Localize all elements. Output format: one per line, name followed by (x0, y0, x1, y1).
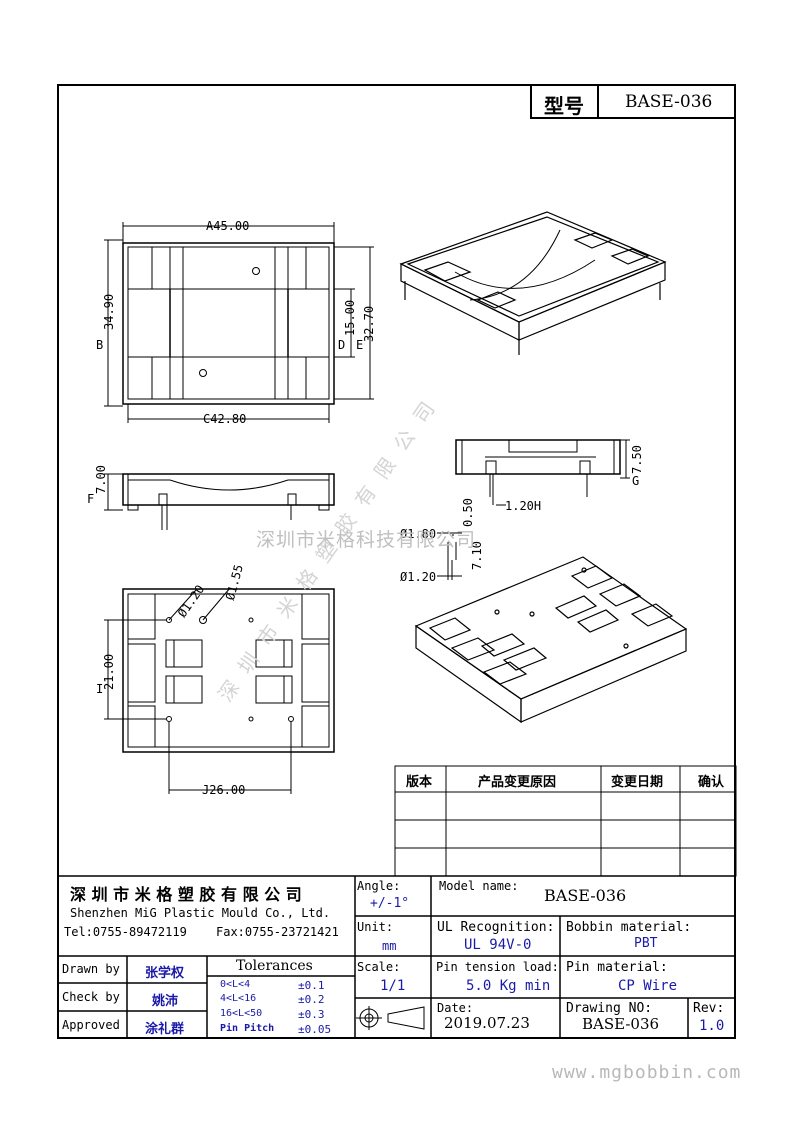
pin-material-value: CP Wire (618, 978, 678, 994)
isometric-top-view (399, 211, 667, 355)
watermark-horizontal: 深圳市米格科技有限公司 (256, 529, 477, 551)
drawing-frame (57, 84, 736, 1039)
bobbin-value: PBT (634, 936, 658, 951)
check-by-name: 姚沛 (152, 994, 179, 1009)
model-value: BASE-036 (625, 92, 713, 112)
pin-tension-label: Pin tension load: (436, 960, 559, 974)
dim-d120: Ø1.20 (400, 570, 437, 584)
tol-value-1: ±0.2 (298, 993, 325, 1006)
date-label: Date: (437, 1001, 474, 1015)
drawn-by-name: 张学权 (145, 966, 185, 981)
company-fax: Fax:0755-23721421 (216, 925, 339, 939)
dim-d180: Ø1.80 (400, 527, 437, 541)
ul-label: UL Recognition: (437, 920, 555, 935)
angle-value: +/-1° (370, 896, 410, 911)
check-by-label: Check by (62, 990, 120, 1004)
model-label: 型号 (544, 94, 584, 118)
approved-name: 涂礼群 (145, 1022, 185, 1037)
unit-value: mm (382, 939, 397, 953)
tol-value-2: ±0.3 (298, 1008, 325, 1021)
rev-header-confirm: 确认 (698, 775, 725, 790)
tol-value-3: ±0.05 (298, 1023, 332, 1036)
bobbin-label: Bobbin material: (566, 920, 692, 935)
revision-table-grid (394, 765, 737, 877)
dim-j: J26.00 (202, 783, 246, 797)
pin-tension-value: 5.0 Kg min (466, 978, 551, 994)
dim-c: C42.80 (203, 412, 247, 426)
tol-range-1: 4<L<16 (220, 993, 257, 1004)
right-side-view (437, 439, 630, 580)
dim-g: 7.50 (630, 445, 644, 474)
top-view (104, 222, 374, 423)
rev-header-date: 变更日期 (611, 775, 664, 790)
pin-material-label: Pin material: (566, 960, 668, 975)
first-angle-projection-icon (356, 1006, 425, 1030)
bottom-view (104, 587, 335, 794)
approved-label: Approved (62, 1018, 120, 1032)
company-tel: Tel:0755-89472119 (64, 925, 187, 939)
scale-label: Scale: (357, 960, 401, 974)
dim-i-letter: I (96, 682, 104, 696)
dim-e-letter: E (356, 338, 364, 352)
tol-range-3: Pin Pitch (220, 1023, 275, 1034)
tol-value-0: ±0.1 (298, 979, 325, 992)
dim-g-letter: G (632, 474, 640, 488)
drawn-by-label: Drawn by (62, 962, 120, 976)
tolerances-title: Tolerances (236, 958, 313, 974)
ul-value: UL 94V-0 (464, 937, 532, 953)
tol-range-0: 0<L<4 (220, 979, 251, 990)
footer-url[interactable]: www.mgbobbin.com (552, 1062, 742, 1083)
drawing-no-label: Drawing NO: (566, 1001, 653, 1016)
dim-f: 7.00 (94, 465, 108, 494)
rev-header-version: 版本 (406, 775, 433, 790)
angle-label: Angle: (357, 879, 401, 893)
rev-label: Rev: (693, 1001, 725, 1016)
dim-h: 1.20H (505, 499, 542, 513)
dim-i: 21.00 (102, 653, 116, 690)
dim-a: A45.00 (206, 219, 250, 233)
dim-d-letter: D (338, 338, 346, 352)
rev-value: 1.0 (699, 1018, 725, 1034)
company-name-en: Shenzhen MiG Plastic Mould Co., Ltd. (70, 906, 331, 920)
date-value: 2019.07.23 (444, 1014, 530, 1032)
dim-f-letter: F (87, 492, 95, 506)
rev-header-reason: 产品变更原因 (478, 775, 557, 790)
title-block-grid (57, 875, 736, 1039)
scale-value: 1/1 (380, 978, 406, 994)
tol-range-2: 16<L<50 (220, 1008, 263, 1019)
dim-e: 32.70 (362, 305, 376, 342)
model-value-cell: BASE-036 (597, 84, 736, 119)
dim-d050: 0.50 (461, 498, 475, 527)
model-label-cell: 型号 (530, 84, 599, 119)
unit-label: Unit: (357, 920, 394, 934)
drawing-no-value: BASE-036 (582, 1015, 660, 1033)
company-name-cn: 深 圳 市 米 格 塑 胶 有 限 公 司 (70, 885, 302, 904)
dim-d: 15.00 (343, 299, 357, 336)
model-name-label: Model name: (439, 879, 519, 893)
dim-b-letter: B (96, 338, 104, 352)
model-name-value: BASE-036 (544, 886, 627, 905)
dim-b: 34.90 (102, 293, 116, 330)
isometric-bottom-view (414, 556, 688, 724)
side-view (104, 473, 335, 530)
